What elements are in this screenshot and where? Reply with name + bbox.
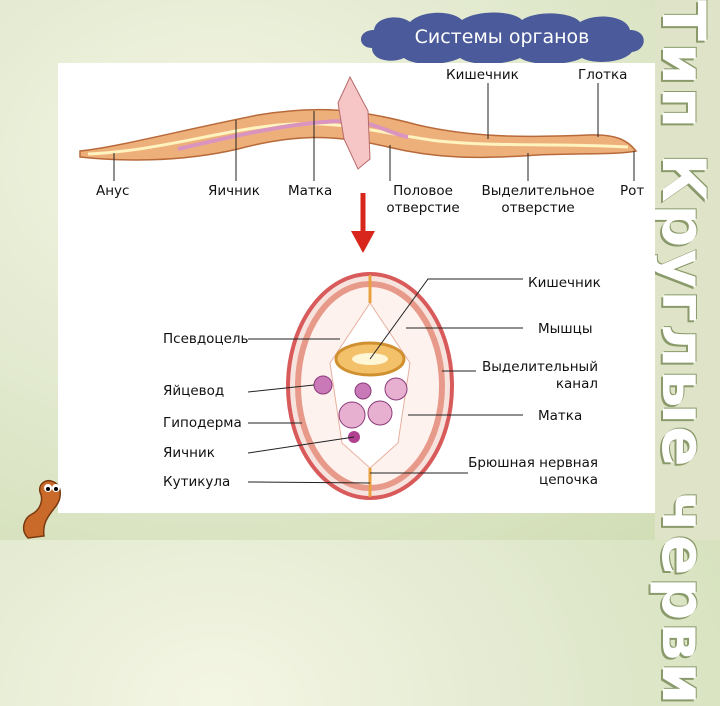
uterus-3 bbox=[367, 400, 393, 426]
cs-label-nerve-cord: Брюшная нервная цепочка bbox=[468, 455, 598, 489]
worm-label-genital-2: отверстие bbox=[386, 200, 460, 216]
worm-label-pharynx: Глотка bbox=[578, 67, 628, 83]
oviduct-2 bbox=[354, 382, 372, 400]
cs-label-pseudocoel: Псевдоцель bbox=[163, 331, 249, 347]
side-title: Тип Круглые черви bbox=[648, 0, 718, 706]
uterus-2 bbox=[338, 401, 366, 429]
worm-label-excretory-opening: Выделительное отверстие bbox=[478, 183, 598, 217]
worm-label-excretory-1: Выделительное bbox=[481, 183, 595, 199]
leader-cs-intestine bbox=[369, 278, 523, 360]
cs-label-nerve-1: Брюшная нервная bbox=[468, 455, 598, 471]
cs-label-excretory-canal: Выделительный канал bbox=[478, 359, 598, 393]
leader-cs-ovary bbox=[247, 436, 355, 454]
leader-cs-cuticle bbox=[247, 481, 371, 484]
worm-label-genital-opening: Половое отверстие bbox=[383, 183, 463, 217]
worm-label-genital-1: Половое bbox=[393, 183, 453, 199]
cs-label-cuticle: Кутикула bbox=[163, 474, 231, 490]
worm-mascot-image bbox=[22, 480, 61, 539]
uterus-1 bbox=[384, 377, 408, 401]
cs-label-nerve-2: цепочка bbox=[539, 472, 598, 488]
slide-title: Системы органов bbox=[414, 26, 590, 48]
worm-gonad-line bbox=[177, 118, 409, 151]
cs-label-excretory-1: Выделительный bbox=[482, 359, 598, 375]
worm-label-intestine: Кишечник bbox=[446, 67, 519, 83]
cs-label-muscles: Мышцы bbox=[538, 321, 593, 337]
worm-label-excretory-2: отверстие bbox=[501, 200, 575, 216]
worm-diagram bbox=[79, 75, 638, 500]
worm-label-anus: Анус bbox=[96, 183, 130, 199]
title-cloud: Системы органов bbox=[352, 8, 652, 66]
cs-label-intestine: Кишечник bbox=[528, 275, 601, 291]
worm-label-ovary: Яичник bbox=[208, 183, 260, 199]
leader-cs-oviduct bbox=[247, 384, 315, 393]
diagram-panel: Кишечник Глотка Анус Яичник Матка Полово… bbox=[58, 63, 655, 513]
cs-label-uterus: Матка bbox=[538, 408, 583, 424]
worm-label-uterus: Матка bbox=[288, 183, 333, 199]
worm-label-mouth: Рот bbox=[620, 183, 645, 199]
down-arrow-head bbox=[351, 231, 375, 253]
cs-label-excretory-2: канал bbox=[555, 376, 598, 392]
oviduct-1 bbox=[313, 375, 333, 395]
cut-ribbon bbox=[337, 75, 371, 170]
cs-label-hypodermis: Гиподерма bbox=[163, 415, 242, 431]
side-strip bbox=[655, 0, 720, 540]
cs-label-ovary: Яичник bbox=[163, 445, 215, 461]
cs-label-oviduct: Яйцевод bbox=[163, 383, 225, 399]
cloud-shape bbox=[360, 12, 644, 64]
